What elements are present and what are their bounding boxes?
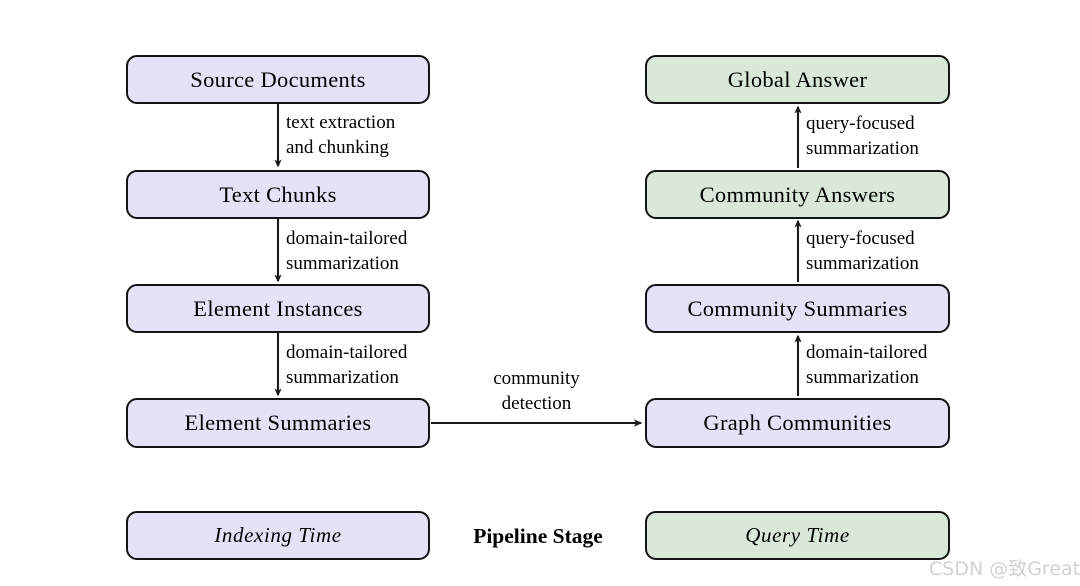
edge-label-line1: community — [493, 368, 580, 389]
edge-label-line1: text extraction — [286, 112, 396, 133]
node-community-answers[interactable]: Community Answers — [645, 170, 950, 219]
edge-label-line2: summarization — [806, 367, 919, 389]
legend-label: Pipeline Stage — [473, 524, 603, 548]
node-label: Text Chunks — [219, 181, 337, 207]
edge-label-domain-tailored-3: domain-tailored summarization — [806, 340, 927, 390]
node-source-documents[interactable]: Source Documents — [126, 55, 430, 104]
legend-label: Indexing Time — [214, 523, 342, 547]
edge-label-line1: domain-tailored — [806, 342, 928, 363]
edge-label-line1: domain-tailored — [286, 342, 408, 363]
edge-label-query-focused-2: query-focused summarization — [806, 226, 919, 276]
edge-label-line2: detection — [501, 393, 572, 415]
node-label: Source Documents — [190, 66, 366, 92]
node-element-instances[interactable]: Element Instances — [126, 284, 430, 333]
edge-label-domain-tailored-2: domain-tailored summarization — [286, 340, 407, 390]
legend-indexing-time[interactable]: Indexing Time — [126, 511, 430, 560]
watermark: CSDN @致Great — [929, 554, 1080, 581]
node-element-summaries[interactable]: Element Summaries — [126, 398, 430, 448]
edge-label-line2: summarization — [286, 367, 399, 389]
node-label: Community Summaries — [687, 295, 908, 321]
edge-label-line1: query-focused — [806, 228, 915, 249]
edge-label-line2: summarization — [806, 253, 919, 275]
node-label: Element Summaries — [184, 410, 372, 435]
edge-label-line1: query-focused — [806, 113, 915, 134]
node-label: Community Answers — [699, 181, 896, 207]
watermark-text: CSDN @致Great — [929, 558, 1080, 580]
legend-pipeline-stage: Pipeline Stage — [455, 524, 621, 549]
node-text-chunks[interactable]: Text Chunks — [126, 170, 430, 219]
legend-label: Query Time — [745, 523, 850, 547]
edge-label-line1: domain-tailored — [286, 228, 408, 249]
node-label: Graph Communities — [703, 410, 892, 435]
edge-label-query-focused-1: query-focused summarization — [806, 111, 919, 161]
node-label: Element Instances — [193, 295, 363, 321]
edge-label-domain-tailored-1: domain-tailored summarization — [286, 226, 407, 276]
node-label: Global Answer — [727, 66, 868, 92]
edge-label-community-detection: community detection — [464, 366, 609, 416]
edge-label-line2: summarization — [286, 253, 399, 275]
legend-query-time[interactable]: Query Time — [645, 511, 950, 560]
node-community-summaries[interactable]: Community Summaries — [645, 284, 950, 333]
edge-label-line2: summarization — [806, 138, 919, 160]
node-graph-communities[interactable]: Graph Communities — [645, 398, 950, 448]
edge-label-line2: and chunking — [286, 137, 389, 159]
edge-label-text-extraction: text extraction and chunking — [286, 110, 395, 160]
node-global-answer[interactable]: Global Answer — [645, 55, 950, 104]
